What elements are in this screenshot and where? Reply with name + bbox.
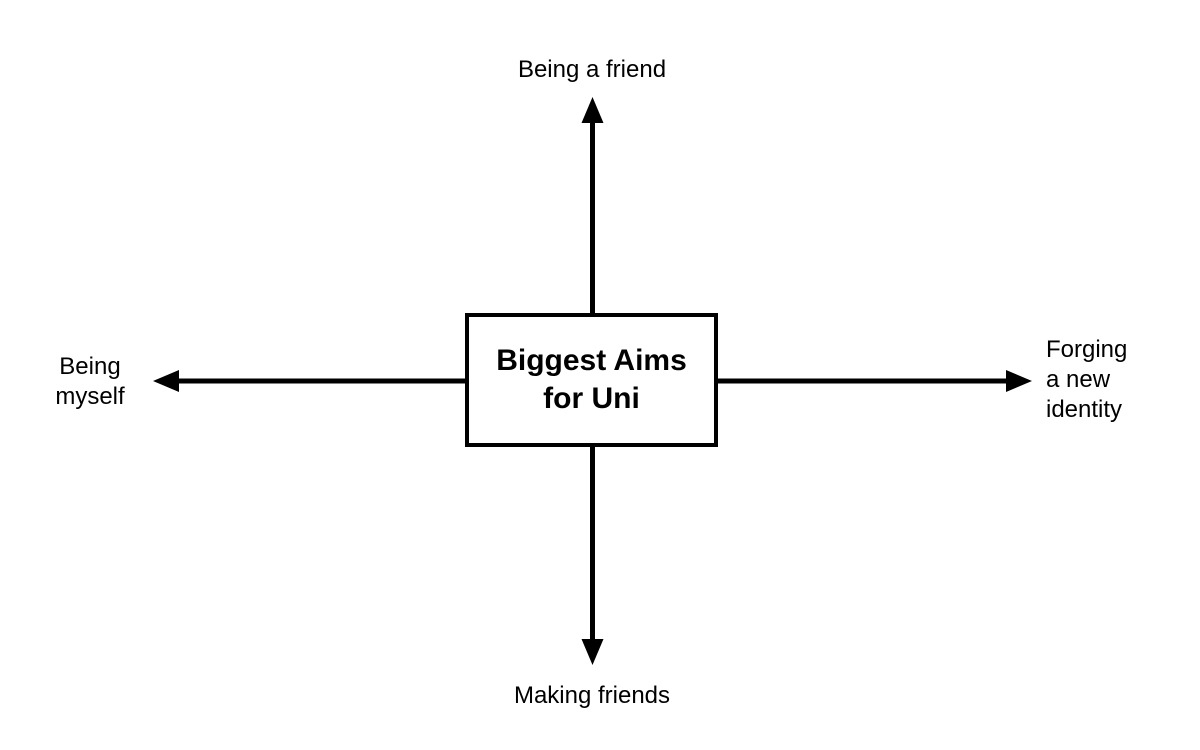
- arrowhead-down-icon: [581, 639, 604, 665]
- arrowhead-up-icon: [581, 97, 604, 123]
- arrowhead-right-icon: [1006, 370, 1032, 392]
- center-topic-label: Biggest Aims for Uni: [496, 344, 687, 415]
- branch-label-forging-a-new-identity: Forging a new identity: [1046, 336, 1128, 423]
- branch-label-making-friends: Making friends: [513, 682, 671, 709]
- arrow-down: [581, 442, 604, 665]
- branch-label-being-myself: Being myself: [55, 353, 125, 410]
- arrow-right: [716, 370, 1032, 392]
- branch-label-being-a-friend: Being a friend: [517, 56, 667, 83]
- arrow-up: [581, 97, 604, 318]
- arrow-left: [153, 370, 468, 392]
- arrowhead-left-icon: [153, 370, 179, 392]
- center-topic-box: Biggest Aims for Uni: [465, 313, 718, 447]
